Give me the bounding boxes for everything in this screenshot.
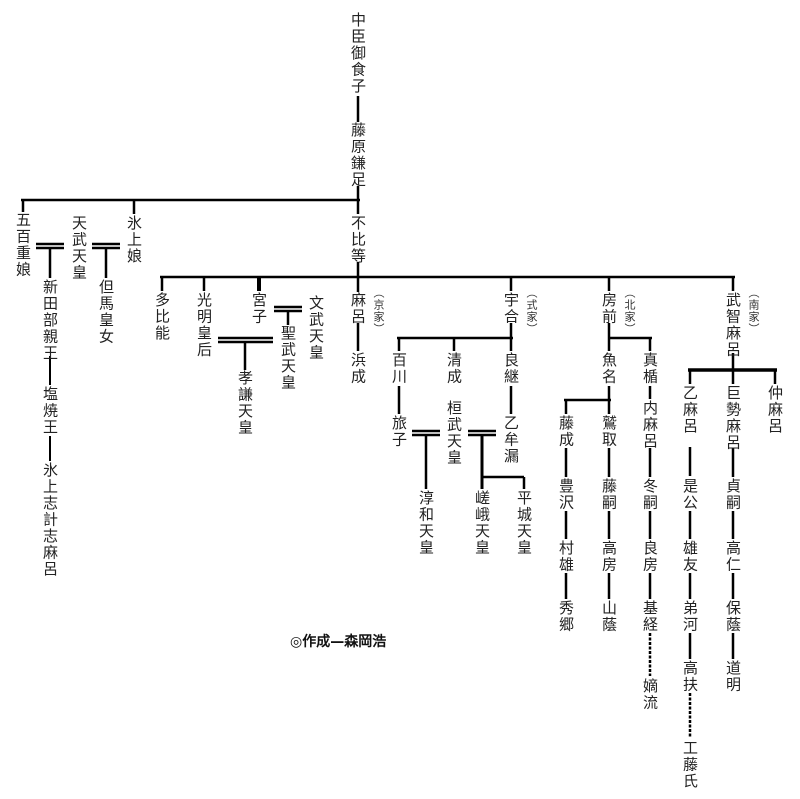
person-otomaro: 乙麻呂 bbox=[681, 385, 699, 435]
person-otokawa: 弟河 bbox=[681, 600, 699, 633]
person-otomo: 雄友 bbox=[681, 540, 699, 573]
person-korekimi: 是公 bbox=[681, 478, 699, 511]
author-credit: ◎作成—森岡浩 bbox=[290, 634, 387, 650]
person-fusasaki: 房前 bbox=[600, 292, 618, 325]
person-miyako: 宮子 bbox=[250, 292, 268, 325]
person-tenmu: 天武天皇 bbox=[70, 215, 88, 281]
person-hamanari: 浜成 bbox=[349, 352, 367, 385]
person-maro: 麻呂 bbox=[349, 292, 367, 325]
person-fuyutsugu: 冬嗣 bbox=[641, 478, 659, 511]
person-kiyonari: 清成 bbox=[445, 352, 463, 385]
person-chakuryu: 嫡流 bbox=[641, 678, 659, 711]
person-ioe: 五百重娘 bbox=[14, 212, 32, 278]
person-uona: 魚名 bbox=[600, 352, 618, 385]
person-nakatomi: 中臣御食子 bbox=[349, 12, 367, 95]
person-takahito: 高仁 bbox=[724, 540, 742, 573]
person-fujitsugu: 藤嗣 bbox=[600, 478, 618, 511]
person-koken: 孝謙天皇 bbox=[236, 370, 254, 436]
person-niitabe: 新田部親王 bbox=[41, 279, 59, 362]
person-monmu: 文武天皇 bbox=[307, 295, 325, 361]
person-takafusa: 高房 bbox=[600, 540, 618, 573]
person-uchimaro: 内麻呂 bbox=[641, 400, 659, 450]
person-takasuke: 高扶 bbox=[681, 660, 699, 693]
person-kamatari: 藤原鎌足 bbox=[349, 122, 367, 188]
person-shomu: 聖武天皇 bbox=[279, 325, 297, 391]
person-nakamaro: 仲麻呂 bbox=[766, 385, 784, 435]
branch-label-kyoke: （京家） bbox=[372, 287, 385, 335]
person-otomuro: 乙牟漏 bbox=[502, 415, 520, 465]
person-matate: 真楯 bbox=[641, 352, 659, 385]
person-kosemaro: 巨勢麻呂 bbox=[724, 385, 742, 451]
person-yoshitsugu: 良継 bbox=[502, 352, 520, 385]
person-shioyaki: 塩焼王 bbox=[41, 386, 59, 436]
person-momokawa: 百川 bbox=[390, 352, 408, 385]
person-sadatsugu: 貞嗣 bbox=[724, 478, 742, 511]
person-tajima: 但馬皇女 bbox=[97, 279, 115, 345]
person-yamakage: 山蔭 bbox=[600, 600, 618, 633]
person-heizei: 平城天皇 bbox=[515, 490, 533, 556]
person-yoshifusa: 良房 bbox=[641, 540, 659, 573]
person-washitori: 鷲取 bbox=[600, 415, 618, 448]
person-michiaki: 道明 bbox=[724, 660, 742, 693]
person-toyosawa: 豊沢 bbox=[557, 478, 575, 511]
branch-label-nanke: （南家） bbox=[747, 287, 760, 335]
person-hidesato: 秀郷 bbox=[557, 600, 575, 633]
person-kanmu: 桓武天皇 bbox=[445, 400, 463, 466]
person-junna: 淳和天皇 bbox=[417, 490, 435, 556]
person-muchimaro: 武智麻呂 bbox=[724, 292, 742, 358]
person-shikeshi: 氷上志計志麻呂 bbox=[41, 462, 59, 578]
person-mototsune: 基経 bbox=[641, 600, 659, 633]
branch-label-shikike: （式家） bbox=[525, 287, 538, 335]
person-tabiko: 旅子 bbox=[390, 415, 408, 448]
person-fuhito: 不比等 bbox=[349, 215, 367, 265]
person-fujinari: 藤成 bbox=[557, 415, 575, 448]
branch-label-hokke: （北家） bbox=[623, 287, 636, 335]
person-yasukage: 保蔭 bbox=[724, 600, 742, 633]
person-umakai: 宇合 bbox=[502, 292, 520, 325]
person-hikami: 氷上娘 bbox=[125, 215, 143, 265]
person-tahino: 多比能 bbox=[153, 292, 171, 342]
person-murao: 村雄 bbox=[557, 540, 575, 573]
person-komyo: 光明皇后 bbox=[195, 292, 213, 358]
person-saga: 嵯峨天皇 bbox=[473, 490, 491, 556]
person-kudo: 工藤氏 bbox=[681, 740, 699, 790]
